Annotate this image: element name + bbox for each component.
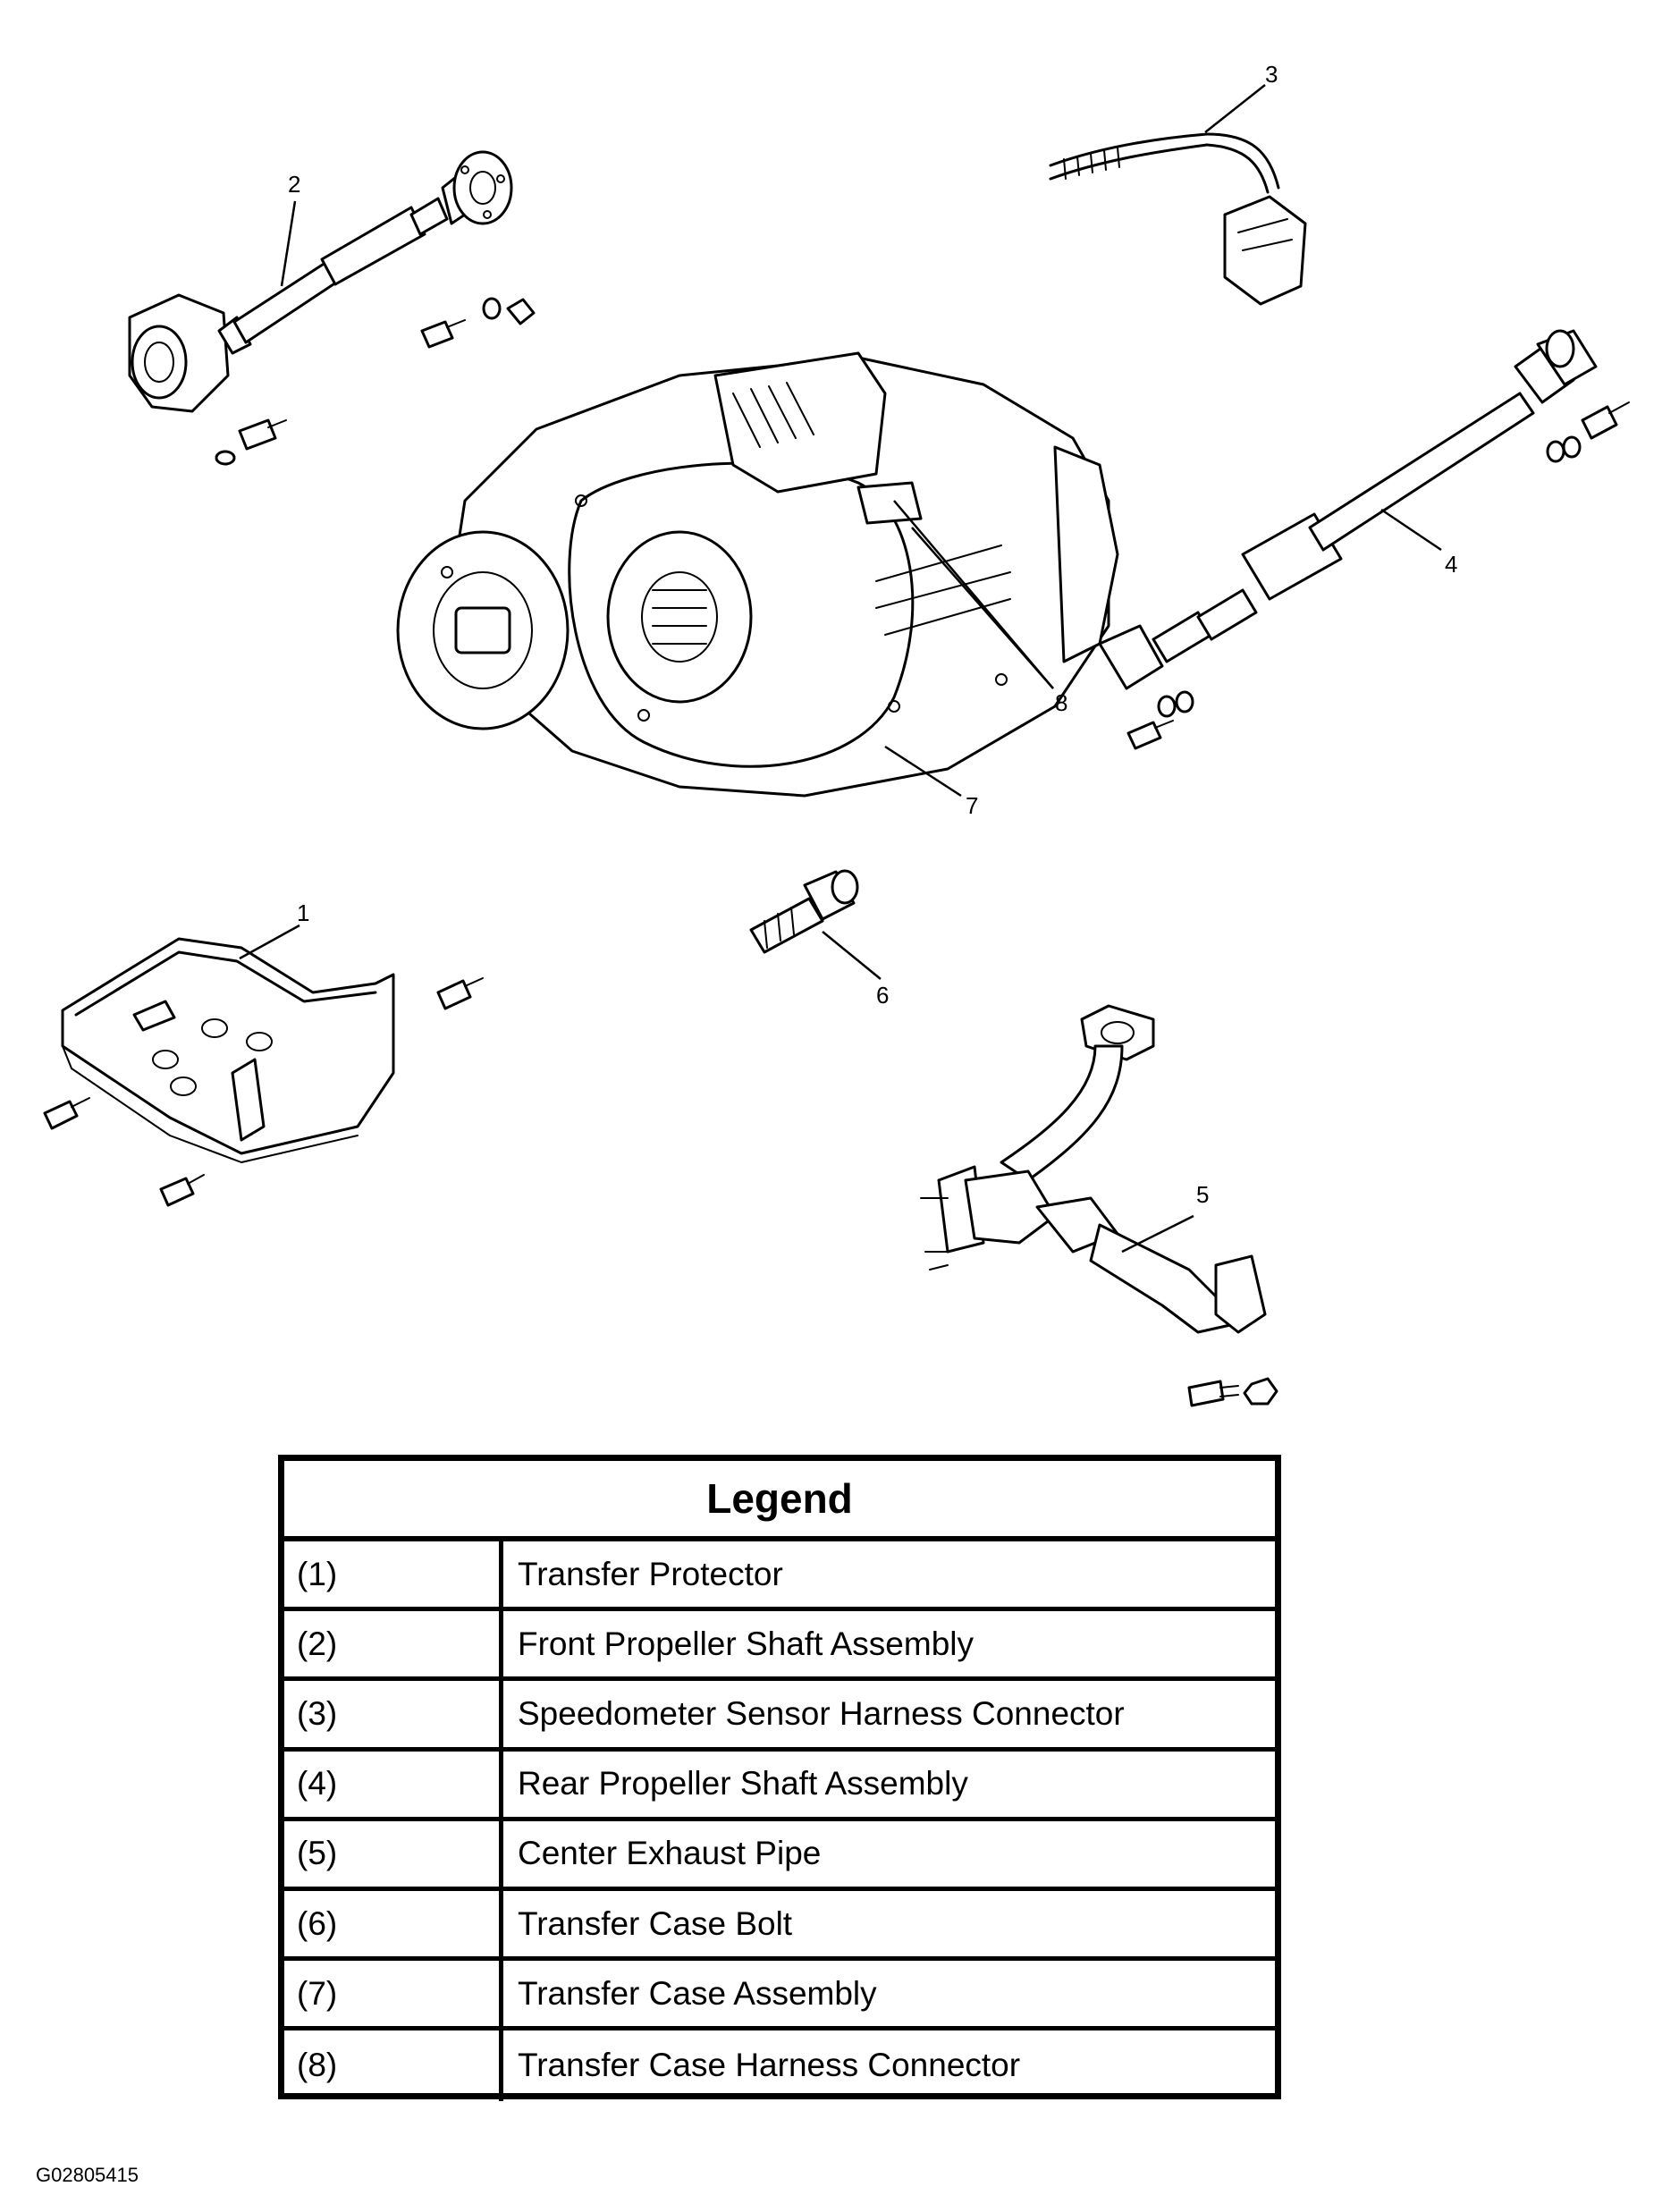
callout-7: 7	[966, 792, 978, 819]
legend-row-number: (1)	[284, 1541, 503, 1608]
legend-row-description: Transfer Case Bolt	[518, 1904, 793, 1942]
legend-row-number: (6)	[284, 1890, 503, 1957]
transfer-protector-illustration	[43, 937, 484, 1207]
figure-id: G02805415	[36, 2164, 139, 2186]
legend-row: (7) Transfer Case Assembly	[284, 1961, 1275, 2031]
legend-row-number: (4)	[284, 1751, 503, 1817]
legend-title: Legend	[284, 1461, 1275, 1541]
legend-row-number: (3)	[284, 1681, 503, 1747]
legend-table: Legend (1) Transfer Protector (2) Front …	[278, 1455, 1281, 2101]
legend-row: (6) Transfer Case Bolt	[284, 1890, 1275, 1962]
legend-row-number: (5)	[284, 1820, 503, 1887]
legend-row: (8) Transfer Case Harness Connector	[284, 2030, 1275, 2101]
callout-2: 2	[288, 171, 300, 198]
legend-row-description: Speedometer Sensor Harness Connector	[518, 1694, 1125, 1732]
rear-propeller-shaft-illustration	[1098, 329, 1630, 750]
transfer-case-illustration	[396, 351, 1119, 798]
front-propeller-shaft-illustration	[128, 150, 536, 466]
legend-row: (5) Center Exhaust Pipe	[284, 1820, 1275, 1891]
legend-row-number: (2)	[284, 1611, 503, 1677]
legend-row: (4) Rear Propeller Shaft Assembly	[284, 1751, 1275, 1821]
legend-row: (2) Front Propeller Shaft Assembly	[284, 1611, 1275, 1682]
legend-row: (1) Transfer Protector	[284, 1541, 1275, 1612]
callout-leaders	[239, 84, 1442, 1254]
callout-4: 4	[1445, 551, 1457, 578]
callout-6: 6	[876, 982, 889, 1009]
legend-row-number: (8)	[284, 2030, 503, 2101]
callout-5: 5	[1196, 1181, 1209, 1208]
legend-row-description: Rear Propeller Shaft Assembly	[518, 1765, 968, 1803]
transfer-case-bolt-illustration	[749, 869, 859, 954]
callout-1: 1	[297, 899, 309, 926]
exploded-view-diagram: 1 2 3 4 5 6 7 8	[43, 61, 1630, 1407]
legend-row-description: Front Propeller Shaft Assembly	[518, 1625, 974, 1662]
legend-row-description: Transfer Case Harness Connector	[518, 2047, 1021, 2084]
callout-8: 8	[1055, 689, 1067, 716]
legend-row-description: Transfer Protector	[518, 1555, 783, 1592]
legend-row-number: (7)	[284, 1961, 503, 2027]
speedometer-harness-illustration	[1049, 132, 1307, 306]
callout-labels: 1 2 3 4 5 6 7 8	[288, 61, 1457, 1208]
legend-row-description: Center Exhaust Pipe	[518, 1835, 822, 1872]
legend-row-description: Transfer Case Assembly	[518, 1974, 877, 2012]
callout-3: 3	[1265, 61, 1278, 88]
legend-row: (3) Speedometer Sensor Harness Connector	[284, 1681, 1275, 1752]
center-exhaust-pipe-illustration	[920, 1004, 1278, 1407]
